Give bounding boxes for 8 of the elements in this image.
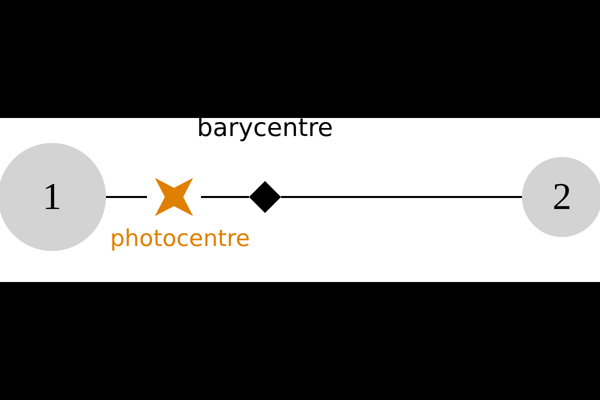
node-number: 2 — [552, 175, 572, 219]
marker-label: barycentre — [196, 113, 334, 142]
connector-line — [201, 196, 249, 198]
marker-label: photocentre — [110, 226, 250, 252]
node-number: 1 — [42, 175, 62, 219]
connector-line — [106, 196, 147, 198]
diamond-marker — [249, 181, 281, 213]
connector-line — [281, 196, 522, 198]
